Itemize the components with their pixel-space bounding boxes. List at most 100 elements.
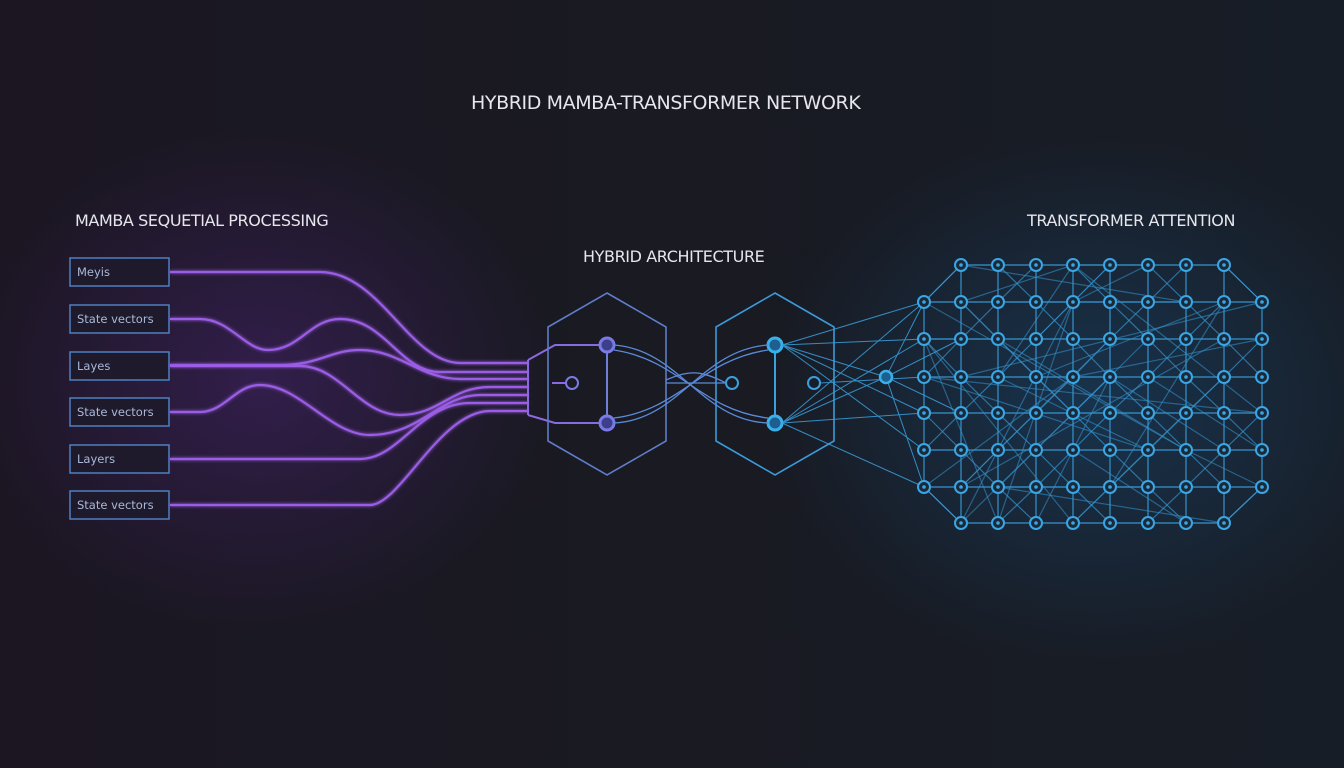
input-box-label: Meyis bbox=[77, 265, 110, 279]
attention-node-core bbox=[996, 485, 1000, 489]
mamba-section-title: MAMBA SEQUETIAL PROCESSING bbox=[75, 211, 329, 230]
attention-node-core bbox=[996, 375, 1000, 379]
attention-node-core bbox=[1034, 411, 1038, 415]
attention-node-core bbox=[1222, 263, 1226, 267]
input-box-label: Layers bbox=[77, 452, 115, 466]
attention-node-core bbox=[1184, 375, 1188, 379]
attention-node-core bbox=[1108, 521, 1112, 525]
input-box: Layers bbox=[69, 444, 170, 474]
attention-node-core bbox=[1071, 375, 1075, 379]
attention-node-core bbox=[922, 448, 926, 452]
attention-node-core bbox=[1034, 337, 1038, 341]
attention-node-core bbox=[1146, 485, 1150, 489]
attention-node-core bbox=[959, 263, 963, 267]
attention-node-core bbox=[1260, 300, 1264, 304]
attention-node-core bbox=[1108, 411, 1112, 415]
attention-node-core bbox=[1071, 521, 1075, 525]
attention-node-core bbox=[1146, 300, 1150, 304]
attention-node-core bbox=[959, 337, 963, 341]
attention-node-core bbox=[1184, 485, 1188, 489]
attention-node-core bbox=[1222, 521, 1226, 525]
attention-node-core bbox=[1108, 485, 1112, 489]
attention-node-core bbox=[1071, 263, 1075, 267]
node bbox=[598, 414, 616, 432]
attention-entry-node bbox=[878, 369, 894, 385]
node bbox=[725, 376, 739, 390]
attention-node-core bbox=[959, 411, 963, 415]
attention-node-core bbox=[996, 337, 1000, 341]
attention-grid-lines bbox=[923, 264, 1263, 524]
attention-node-core bbox=[996, 448, 1000, 452]
attention-node-core bbox=[1222, 448, 1226, 452]
input-box-label: State vectors bbox=[77, 498, 154, 512]
attention-node-core bbox=[996, 300, 1000, 304]
hex-block-left bbox=[547, 292, 667, 476]
input-box: Layes bbox=[69, 351, 170, 381]
attention-node-core bbox=[1260, 411, 1264, 415]
attention-grid-nodes bbox=[917, 258, 1269, 530]
attention-node-core bbox=[959, 375, 963, 379]
node bbox=[807, 376, 821, 390]
attention-node-core bbox=[959, 521, 963, 525]
attention-node-core bbox=[1260, 448, 1264, 452]
input-box: State vectors bbox=[69, 397, 170, 427]
attention-node-core bbox=[1222, 411, 1226, 415]
attention-node-core bbox=[1071, 337, 1075, 341]
attention-node-core bbox=[996, 521, 1000, 525]
attention-node-core bbox=[922, 375, 926, 379]
attention-node-core bbox=[1222, 337, 1226, 341]
attention-node-core bbox=[1184, 263, 1188, 267]
hybrid-section-title: HYBRID ARCHITECTURE bbox=[583, 247, 765, 266]
node bbox=[598, 336, 616, 354]
attention-node-core bbox=[1146, 521, 1150, 525]
attention-node-core bbox=[1108, 300, 1112, 304]
attention-node-core bbox=[922, 485, 926, 489]
attention-node-core bbox=[996, 263, 1000, 267]
input-box: State vectors bbox=[69, 304, 170, 334]
input-box-label: State vectors bbox=[77, 405, 154, 419]
node bbox=[766, 336, 784, 354]
attention-node-core bbox=[1071, 300, 1075, 304]
attention-node-core bbox=[922, 300, 926, 304]
input-box: Meyis bbox=[69, 257, 170, 287]
transformer-section-title: TRANSFORMER ATTENTION bbox=[1027, 211, 1236, 230]
diagram-title: HYBRID MAMBA-TRANSFORMER NETWORK bbox=[471, 92, 861, 114]
attention-node-core bbox=[959, 448, 963, 452]
attention-node-core bbox=[1146, 411, 1150, 415]
input-box-label: Layes bbox=[77, 359, 110, 373]
attention-node-core bbox=[1108, 337, 1112, 341]
input-box-label: State vectors bbox=[77, 312, 154, 326]
attention-node-core bbox=[1034, 375, 1038, 379]
attention-node-core bbox=[1034, 448, 1038, 452]
hybrid-cross-links bbox=[613, 344, 769, 424]
attention-node-core bbox=[1184, 300, 1188, 304]
attention-node-core bbox=[959, 300, 963, 304]
attention-node-core bbox=[922, 411, 926, 415]
attention-node-core bbox=[1034, 521, 1038, 525]
attention-node-core bbox=[1260, 375, 1264, 379]
attention-node-core bbox=[1146, 375, 1150, 379]
attention-node-core bbox=[1184, 448, 1188, 452]
attention-node-core bbox=[1108, 375, 1112, 379]
attention-node-core bbox=[1034, 300, 1038, 304]
attention-node-core bbox=[1146, 337, 1150, 341]
input-box: State vectors bbox=[69, 490, 170, 520]
mamba-flow-lines bbox=[170, 270, 528, 507]
attention-node-core bbox=[1222, 485, 1226, 489]
fan-out-links bbox=[781, 301, 962, 488]
attention-node-core bbox=[1184, 337, 1188, 341]
node bbox=[565, 376, 579, 390]
attention-node-core bbox=[959, 485, 963, 489]
attention-node-core bbox=[1184, 521, 1188, 525]
attention-node-core bbox=[1260, 337, 1264, 341]
attention-node-core bbox=[1184, 411, 1188, 415]
attention-node-core bbox=[1260, 485, 1264, 489]
node bbox=[766, 414, 784, 432]
hex-block-right bbox=[715, 292, 835, 476]
attention-node-core bbox=[922, 337, 926, 341]
attention-node-core bbox=[1034, 485, 1038, 489]
attention-node-core bbox=[1071, 448, 1075, 452]
attention-node-core bbox=[1034, 263, 1038, 267]
attention-node-core bbox=[1071, 485, 1075, 489]
